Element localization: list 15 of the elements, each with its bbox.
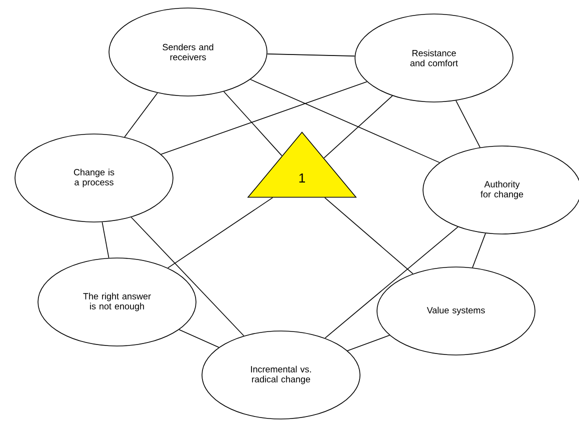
connector-line [266, 54, 356, 56]
connector-line [472, 233, 486, 268]
connector-line [324, 226, 458, 338]
connector-line [250, 79, 440, 163]
connector-line [102, 222, 110, 258]
connector-line [223, 91, 282, 156]
connector-line [167, 197, 274, 268]
connector-line [324, 197, 414, 274]
connector-line [456, 100, 480, 148]
connector-line [160, 81, 368, 155]
connector-line [324, 95, 393, 158]
connector-line [178, 329, 220, 348]
connector-line [347, 334, 390, 352]
connector-line [124, 92, 158, 138]
connector-line [130, 216, 244, 336]
